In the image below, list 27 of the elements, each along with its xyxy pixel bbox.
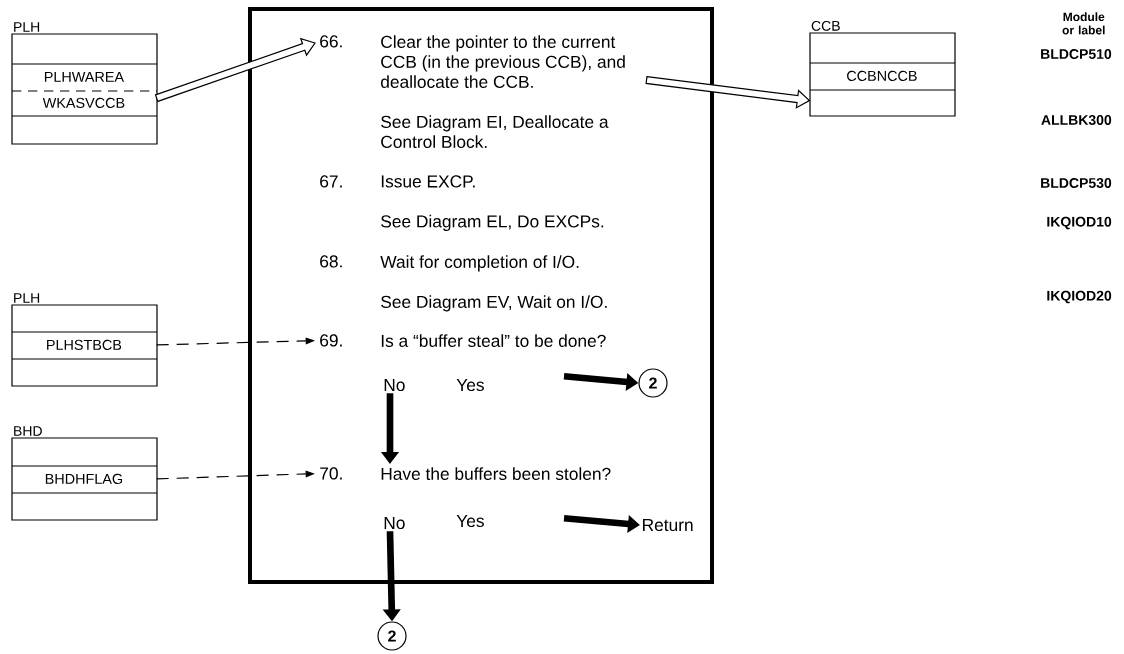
branch-label: No bbox=[384, 516, 405, 530]
exit-text: Return bbox=[643, 518, 693, 532]
process-box bbox=[248, 7, 714, 584]
step-text: 69. Is a “buffer steal” to be done? bbox=[320, 334, 606, 347]
branch-label: Yes bbox=[456, 514, 484, 528]
field-name: BHDHFLAG bbox=[45, 473, 122, 484]
branch-label: No bbox=[384, 378, 405, 392]
field-name: PLHSTBCB bbox=[47, 339, 122, 350]
field-name: CCBNCCB bbox=[847, 70, 917, 81]
module-name: IKQIOD10 bbox=[1047, 216, 1112, 230]
hollow-arrow bbox=[645, 75, 811, 109]
column-heading: Module or label bbox=[1062, 12, 1105, 35]
module-name: ALLBK300 bbox=[1041, 115, 1112, 125]
node-label: CCB bbox=[811, 20, 840, 31]
node-label: PLH bbox=[14, 293, 40, 303]
branch-label: Yes bbox=[456, 378, 484, 392]
module-name: IKQIOD20 bbox=[1047, 290, 1112, 304]
step-text: 70. Have the buffers been stolen? bbox=[320, 467, 611, 480]
node-label: PLH bbox=[14, 22, 40, 32]
module-name: BLDCP530 bbox=[1041, 178, 1112, 188]
step-text: 67. Issue EXCP. See Diagram EL, Do EXCPs. bbox=[320, 175, 604, 231]
step-text: 68. Wait for completion of I/O. See Diagram EV, Wait on I/O. bbox=[320, 255, 607, 312]
node-label: BHD bbox=[14, 426, 42, 436]
module-name: BLDCP510 bbox=[1041, 49, 1112, 59]
step-text: 66. Clear the pointer to the current CCB (in the previous CCB), and deallocate the CCB. See Diagram EI, Deallocate a Control Block. bbox=[320, 35, 625, 148]
field-name: WKASVCCB bbox=[42, 97, 125, 108]
field-name: PLHWAREA bbox=[44, 71, 124, 82]
